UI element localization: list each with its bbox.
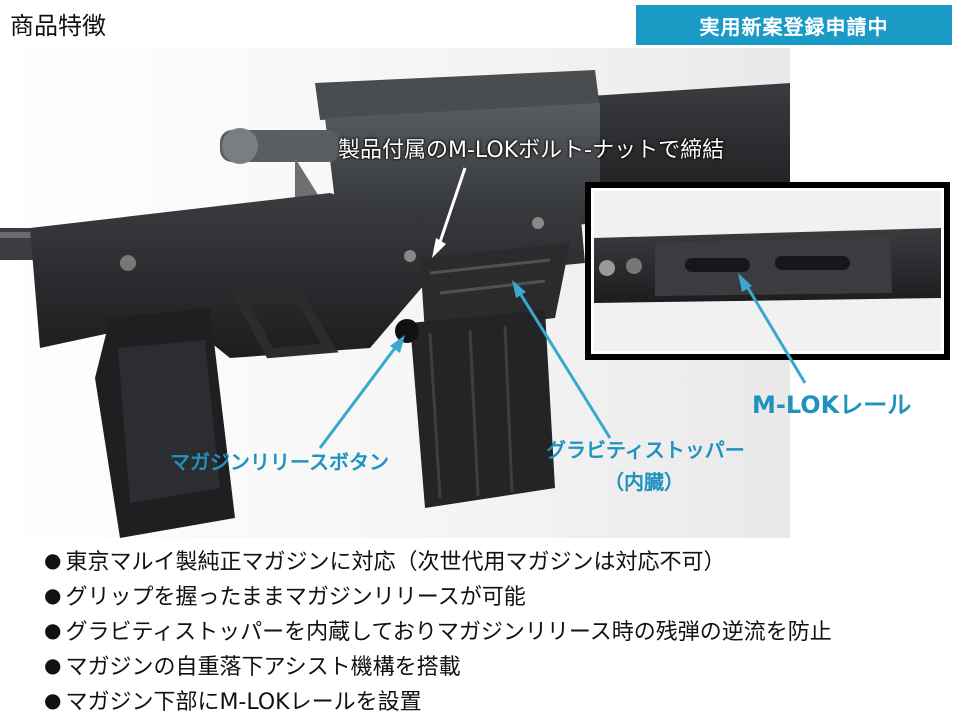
mlok-arrow xyxy=(743,282,807,384)
patent-pending-badge: 実用新案登録申請中 xyxy=(636,5,952,45)
gravity-stopper-arrow xyxy=(516,289,612,439)
bullet-marker: ● xyxy=(44,617,62,642)
bullet-marker: ● xyxy=(44,582,62,607)
feature-text: グラビティストッパーを内蔵しておりマガジンリリース時の残弾の逆流を防止 xyxy=(65,619,832,645)
gravity-stopper-note: （内臓） xyxy=(604,470,684,494)
bullet-marker: ● xyxy=(44,687,62,712)
magazine-release-button xyxy=(395,319,419,343)
feature-text: グリップを握ったままマガジンリリースが可能 xyxy=(65,584,526,610)
page-title: 商品特徴 xyxy=(10,12,106,40)
mag-release-arrow xyxy=(318,343,400,449)
bolt-nut-arrow xyxy=(436,167,467,249)
mlok-rail-label: M-LOKレール xyxy=(752,391,912,419)
feature-item: ●マガジンの自重落下アシスト機構を搭載 xyxy=(44,647,944,682)
feature-list: ●東京マルイ製純正マガジンに対応（次世代用マガジンは対応不可） ●グリップを握っ… xyxy=(44,542,944,717)
product-photo xyxy=(0,48,960,538)
bolt-nut-label: 製品付属のM-LOKボルト-ナットで締結 xyxy=(338,138,725,163)
feature-item: ●東京マルイ製純正マガジンに対応（次世代用マガジンは対応不可） xyxy=(44,542,944,577)
mlok-slot-1 xyxy=(685,258,750,272)
feature-item: ●グリップを握ったままマガジンリリースが可能 xyxy=(44,577,944,612)
magazine xyxy=(410,310,555,508)
feature-item: ●グラビティストッパーを内蔵しておりマガジンリリース時の残弾の逆流を防止 xyxy=(44,612,944,647)
gravity-stopper-label: グラビティストッパー xyxy=(546,438,745,462)
feature-text: 東京マルイ製純正マガジンに対応（次世代用マガジンは対応不可） xyxy=(65,549,726,575)
bullet-marker: ● xyxy=(44,547,62,572)
feature-item: ●マガジン下部にM-LOKレールを設置 xyxy=(44,682,944,717)
feature-text: マガジンの自重落下アシスト機構を搭載 xyxy=(65,654,461,680)
mlok-slot-2 xyxy=(775,256,850,270)
handguard xyxy=(560,83,790,208)
bullet-marker: ● xyxy=(44,652,62,677)
trigger-guard xyxy=(231,293,339,359)
mag-release-label: マガジンリリースボタン xyxy=(170,450,389,474)
rifle-illustration xyxy=(0,48,950,538)
feature-text: マガジン下部にM-LOKレールを設置 xyxy=(65,689,422,715)
